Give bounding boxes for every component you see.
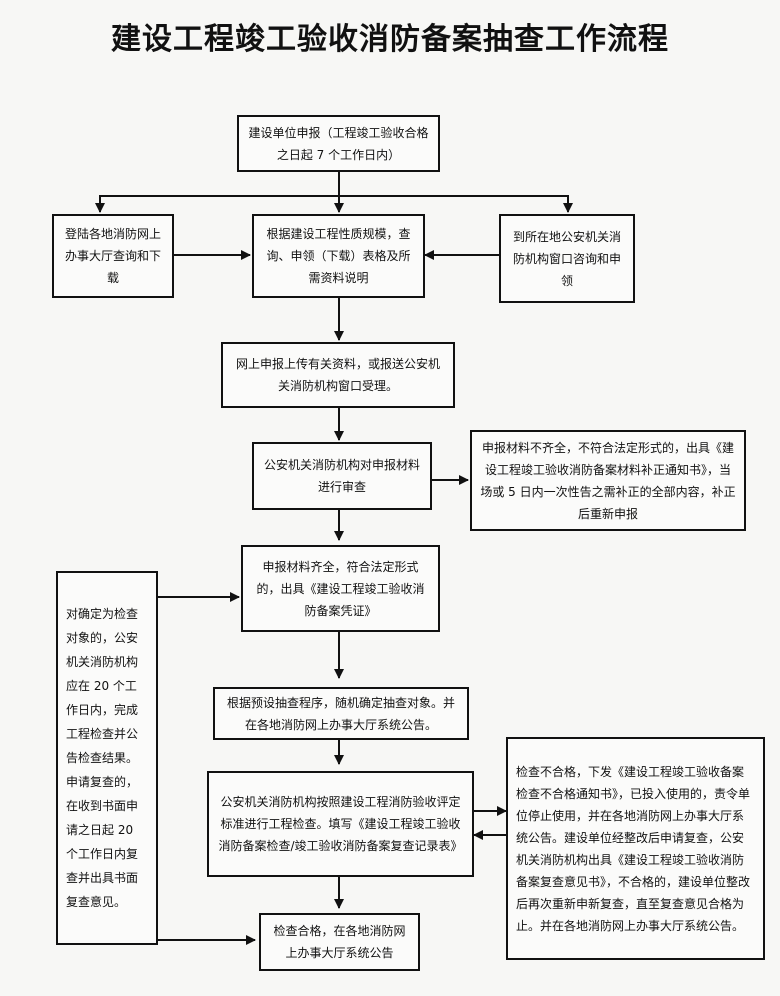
arrow-apply-to-online-hall [95,195,339,213]
arrow-apply-to-local-office [339,195,573,213]
voucher-text: 申报材料齐全，符合法定形式的，出具《建设工程竣工验收消防备案凭证》 [256,559,425,618]
review-box: 公安机关消防机构对申报材料进行审查 [252,442,432,510]
page-title: 建设工程竣工验收消防备案抽查工作流程 [111,22,669,57]
random-select-box: 根据预设抽查程序，随机确定抽查对象。并在各地消防网上办事大厅系统公告。 [213,687,469,740]
sample-check-box: 对确定为检查对象的，公安机关消防机构应在 20 个工作日内，完成工程检查并公告检… [56,571,158,945]
online-hall-box: 登陆各地消防网上办事大厅查询和下载 [52,214,174,298]
online-hall-text: 登陆各地消防网上办事大厅查询和下载 [64,227,161,285]
incomplete-box: 申报材料不齐全，不符合法定形式的，出具《建设工程竣工验收消防备案材料补正通知书》… [470,430,746,531]
local-office-text: 到所在地公安机关消防机构窗口咨询和申领 [512,229,621,288]
submit-box: 网上申报上传有关资料，或报送公安机关消防机构窗口受理。 [221,342,455,408]
review-text: 公安机关消防机构对申报材料进行审查 [263,458,420,494]
random-select-text: 根据预设抽查程序，随机确定抽查对象。并在各地消防网上办事大厅系统公告。 [226,695,455,732]
incomplete-text: 申报材料不齐全，不符合法定形式的，出具《建设工程竣工验收消防备案材料补正通知书》… [480,440,736,521]
query-forms-text: 根据建设工程性质规模，查询、申领（下载）表格及所需资料说明 [266,227,411,285]
sample-check-text: 对确定为检查对象的，公安机关消防机构应在 20 个工作日内，完成工程检查并公告检… [66,607,139,909]
local-office-box: 到所在地公安机关消防机构窗口咨询和申领 [499,214,635,303]
inspection-text: 公安机关消防机构按照建设工程消防验收评定标准进行工程检查。填写《建设工程竣工验收… [218,795,463,853]
inspection-box: 公安机关消防机构按照建设工程消防验收评定标准进行工程检查。填写《建设工程竣工验收… [207,771,474,877]
voucher-box: 申报材料齐全，符合法定形式的，出具《建设工程竣工验收消防备案凭证》 [241,545,440,632]
fail-box: 检查不合格，下发《建设工程竣工验收备案检查不合格通知书》，已投入使用的，责令单位… [506,737,765,960]
submit-text: 网上申报上传有关资料，或报送公安机关消防机构窗口受理。 [235,357,440,393]
fail-text: 检查不合格，下发《建设工程竣工验收备案检查不合格通知书》，已投入使用的，责令单位… [516,764,751,933]
query-forms-box: 根据建设工程性质规模，查询、申领（下载）表格及所需资料说明 [252,214,425,298]
apply-box: 建设单位申报（工程竣工验收合格之日起 7 个工作日内） [237,115,440,172]
pass-box: 检查合格，在各地消防网上办事大厅系统公告 [259,913,420,971]
apply-text: 建设单位申报（工程竣工验收合格之日起 7 个工作日内） [248,125,429,162]
pass-text: 检查合格，在各地消防网上办事大厅系统公告 [273,924,406,960]
